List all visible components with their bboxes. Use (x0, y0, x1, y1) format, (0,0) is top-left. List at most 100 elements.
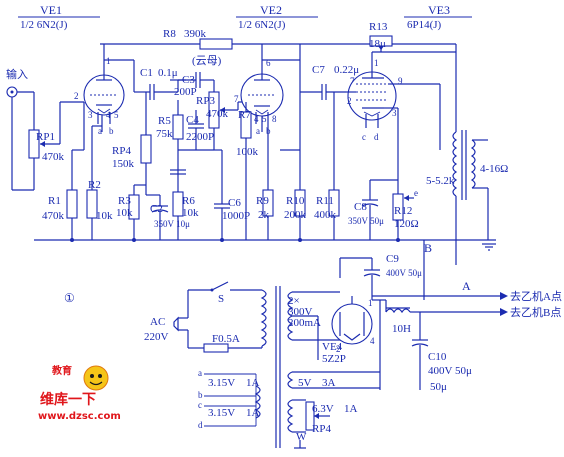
svg-text:AC: AC (150, 316, 165, 328)
svg-text:c: c (362, 132, 366, 142)
svg-text:3.15V: 3.15V (208, 377, 235, 389)
filter-choke: 10H (372, 299, 420, 335)
svg-text:R10: R10 (286, 195, 305, 207)
svg-text:e: e (414, 188, 418, 198)
svg-text:350V 50μ: 350V 50μ (348, 216, 384, 226)
svg-text:RP3: RP3 (196, 95, 215, 107)
b-plus-rail (100, 43, 457, 132)
svg-text:7: 7 (350, 76, 355, 86)
resistor-r13: R13 18μ (369, 21, 393, 52)
svg-text:去乙机A点: 去乙机A点 (510, 289, 562, 303)
svg-text:50μ: 50μ (430, 381, 447, 393)
ve1-name: VE1 (40, 3, 62, 17)
svg-text:3: 3 (392, 108, 397, 118)
svg-text:2: 2 (74, 91, 79, 101)
svg-text:9: 9 (398, 76, 403, 86)
svg-text:C7: C7 (312, 64, 325, 76)
resistor-r6: R6 10k (170, 150, 199, 240)
svg-text:10k: 10k (116, 207, 133, 219)
svg-text:75k: 75k (156, 128, 173, 140)
svg-text:R12: R12 (394, 205, 412, 217)
svg-text:5V: 5V (298, 377, 312, 389)
svg-text:C6: C6 (228, 197, 241, 209)
svg-text:470k: 470k (42, 210, 65, 222)
svg-text:5Z2P: 5Z2P (322, 353, 346, 365)
resistor-r2: R2 10k (86, 126, 113, 240)
svg-text:RP1: RP1 (36, 131, 55, 143)
svg-text:R13: R13 (369, 21, 388, 33)
resistor-r11: R11 400k (314, 92, 340, 240)
potentiometer-rp3: RP3 470k (196, 80, 238, 150)
capacitor-c8: C8 350V 50μ (348, 179, 398, 240)
capacitor-c10: C10 400V 50μ 50μ (411, 339, 472, 393)
svg-text:VE4: VE4 (322, 341, 343, 353)
tube-ve4: 1 2 4 VE4 5Z2P (322, 296, 375, 365)
svg-text:100k: 100k (236, 146, 259, 158)
svg-text:R9: R9 (256, 195, 269, 207)
watermark-url: www.dzsc.com (38, 411, 121, 422)
svg-text:120Ω: 120Ω (394, 218, 419, 230)
svg-text:3A: 3A (322, 377, 336, 389)
svg-text:a: a (98, 126, 102, 136)
svg-text:2: 2 (336, 344, 341, 354)
power-transformer: 2× 300V 200mA (254, 286, 340, 448)
speaker-impedance: 4-16Ω (480, 163, 508, 175)
svg-text:350V 10μ: 350V 10μ (154, 219, 190, 229)
svg-text:1000P: 1000P (222, 210, 250, 222)
svg-text:150k: 150k (112, 158, 135, 170)
svg-text:d: d (374, 132, 379, 142)
svg-text:d: d (198, 420, 203, 430)
svg-text:W: W (296, 431, 307, 443)
svg-text:a: a (256, 126, 260, 136)
svg-text:RP4: RP4 (312, 423, 331, 435)
resistor-r10: R10 200k (284, 150, 307, 240)
resistor-r9: R9 2k (256, 124, 274, 240)
svg-text:220V: 220V (144, 331, 169, 343)
svg-text:C9: C9 (386, 253, 399, 265)
svg-text:2200P: 2200P (186, 131, 214, 143)
ve3-name: VE3 (428, 3, 450, 17)
svg-text:2: 2 (347, 96, 352, 106)
node-a: A (462, 279, 471, 293)
svg-text:1A: 1A (344, 403, 358, 415)
capacitor-c2: C2 350V 10μ (146, 194, 190, 240)
svg-text:c: c (198, 400, 202, 410)
svg-text:F0.5A: F0.5A (212, 333, 240, 345)
resistor-r12: e R12 120Ω (392, 180, 419, 240)
svg-text:C3: C3 (182, 74, 195, 86)
winding-5v: 5V 3A (292, 300, 381, 390)
svg-text:390k: 390k (184, 28, 207, 40)
svg-text:S: S (218, 293, 224, 305)
capacitor-c9: C9 400V 50μ (339, 253, 422, 300)
ve2-type: 1/2 6N2(J) (238, 19, 286, 31)
heater-windings: a 3.15V 1A b c 3.15V 1A d (198, 368, 260, 430)
svg-text:4: 4 (106, 110, 111, 120)
primary-impedance: 5-5.2k (426, 175, 455, 187)
svg-text:6: 6 (266, 58, 271, 68)
power-switch[interactable]: S (188, 281, 262, 305)
resistor-r3: R3 10k (116, 185, 140, 240)
svg-text:1: 1 (368, 298, 373, 308)
capacitor-c3: (云母) C3 200P (170, 54, 222, 98)
input-jack[interactable]: 输入 (6, 67, 34, 191)
circuit-number: ① (64, 291, 75, 305)
svg-text:400k: 400k (314, 209, 337, 221)
svg-text:5: 5 (114, 110, 119, 120)
mica-note: (云母) (192, 54, 222, 67)
svg-text:2×: 2× (288, 295, 300, 307)
svg-text:200mA: 200mA (288, 317, 321, 329)
tube-labels: VE1 1/2 6N2(J) VE2 1/2 6N2(J) VE3 6P14(J… (18, 3, 472, 31)
svg-text:2k: 2k (258, 209, 270, 221)
svg-text:R6: R6 (182, 195, 195, 207)
capacitor-c7: C7 0.22μ (312, 64, 359, 100)
input-label: 输入 (6, 67, 28, 81)
ac-input: AC 220V (144, 290, 189, 348)
svg-text:R3: R3 (118, 195, 131, 207)
svg-text:1A: 1A (246, 377, 260, 389)
svg-text:10k: 10k (182, 207, 199, 219)
svg-text:18μ: 18μ (369, 38, 386, 50)
winding-6v3: 6.3V 1A W RP4 (292, 399, 358, 449)
svg-text:R2: R2 (88, 179, 101, 191)
svg-text:R1: R1 (48, 195, 61, 207)
